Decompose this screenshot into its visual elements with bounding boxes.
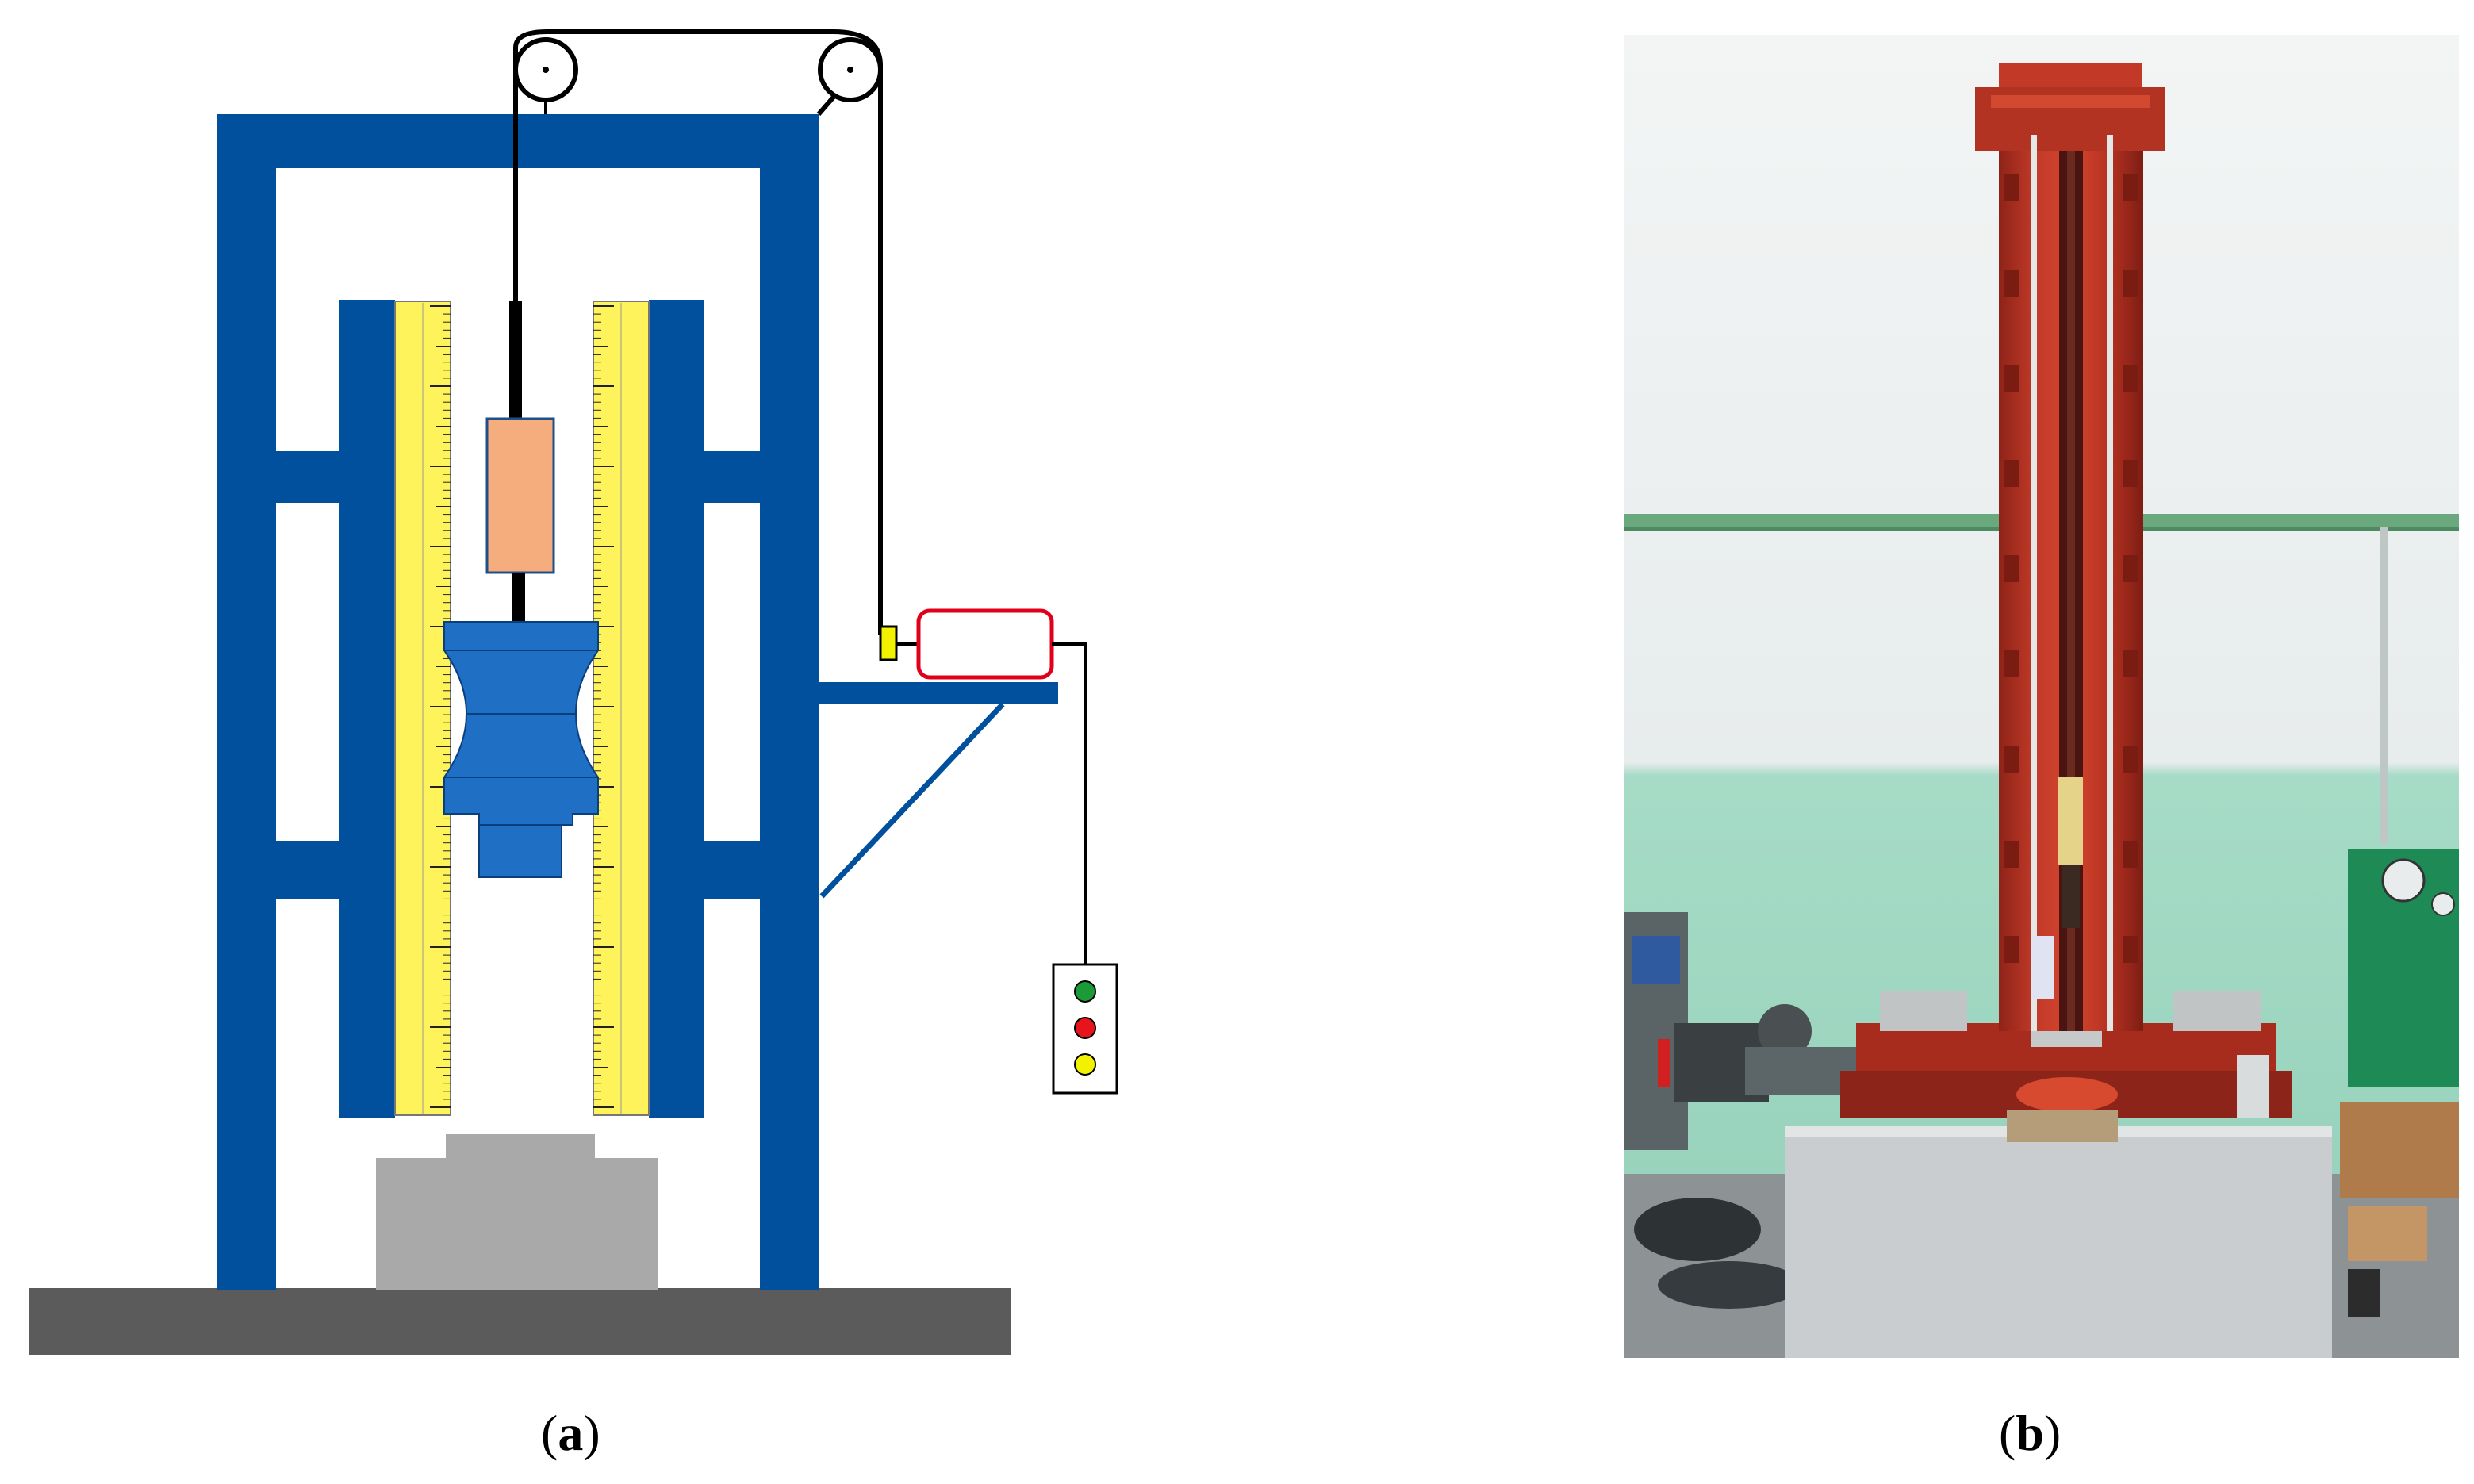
outer-frame — [217, 114, 819, 1290]
tower-bolt — [2004, 174, 2019, 201]
ruler-scale-icon — [422, 303, 451, 1114]
light-yellow — [1074, 1053, 1096, 1076]
tower-bolt — [2004, 460, 2019, 487]
clamp — [879, 625, 898, 661]
tower-bolt — [2123, 460, 2138, 487]
caption-a-letter: a — [558, 1405, 584, 1461]
shelf-brace — [819, 702, 1005, 899]
lab-equipment-right — [2340, 849, 2459, 1317]
tower-bolt — [2123, 841, 2138, 868]
tower-bolt — [2004, 841, 2019, 868]
tower-bolt — [2004, 746, 2019, 773]
tower-bolt — [2123, 555, 2138, 582]
tower-base — [1840, 984, 2292, 1142]
lab-equipment-left — [1624, 912, 1856, 1309]
tower-bolt — [2004, 650, 2019, 677]
side-shelf — [819, 682, 1058, 704]
tower-bolt — [2123, 365, 2138, 392]
caption-a-close: ) — [583, 1405, 600, 1461]
tower-bolt — [2123, 746, 2138, 773]
light-green — [1074, 980, 1096, 1003]
tower-bolts — [2004, 174, 2138, 963]
anvil-body — [376, 1158, 658, 1290]
caption-b-letter: b — [2016, 1405, 2044, 1461]
guide-columns — [339, 300, 704, 1118]
pulley-right — [818, 37, 883, 102]
tower-bolt — [2004, 936, 2019, 963]
caption-b-open: ( — [1999, 1405, 2016, 1461]
base-plate — [29, 1288, 1011, 1355]
drop-weight — [485, 417, 555, 574]
tower-bolt — [2123, 936, 2138, 963]
tower-bolt — [2123, 174, 2138, 201]
caption-a: (a) — [541, 1404, 600, 1463]
schematic-diagram — [29, 29, 1118, 1355]
tower-bolt — [2123, 650, 2138, 677]
rope-rod — [509, 301, 522, 420]
photograph — [1624, 35, 2459, 1358]
tower-bolt — [2123, 270, 2138, 297]
pulley-left — [513, 37, 578, 102]
drop-tower — [1975, 63, 2165, 1031]
impactor — [443, 621, 599, 878]
sensor-box — [916, 608, 1054, 680]
light-red — [1074, 1017, 1096, 1039]
control-cable — [1052, 642, 1087, 964]
caption-b-close: ) — [2043, 1405, 2062, 1461]
indicator-light-icon — [1052, 963, 1118, 1095]
concrete-foundation — [1785, 1126, 2332, 1358]
caption-a-open: ( — [541, 1405, 558, 1461]
tower-bolt — [2004, 365, 2019, 392]
weight-rod — [512, 573, 525, 622]
anvil-top — [446, 1134, 595, 1161]
tower-bolt — [2004, 555, 2019, 582]
tower-bolt — [2004, 270, 2019, 297]
specimen — [2058, 777, 2083, 865]
caption-b: (b) — [1999, 1404, 2061, 1463]
